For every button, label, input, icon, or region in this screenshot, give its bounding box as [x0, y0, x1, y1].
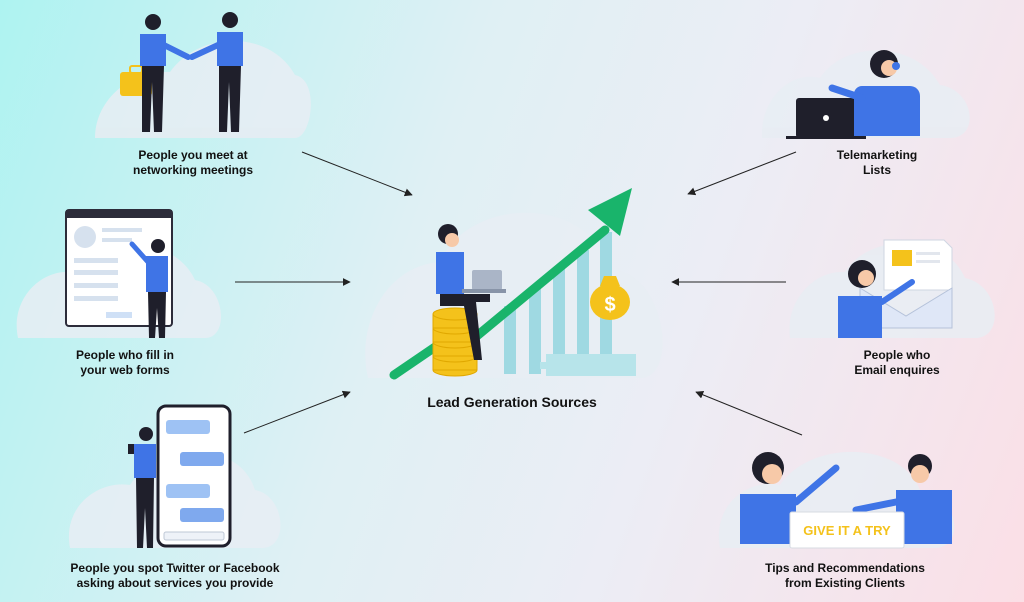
diagram-title: Lead Generation Sources	[427, 394, 597, 410]
arrow-telemarketing	[687, 151, 797, 196]
web-form-scene-icon	[65, 209, 173, 338]
telemarketing-headset-scene-icon	[786, 50, 920, 139]
connector-arrows	[235, 151, 803, 436]
email-letter-scene-icon	[838, 239, 953, 338]
money-bag-dollar: $	[604, 294, 615, 316]
give-it-a-try-sign: GIVE IT A TRY	[803, 523, 891, 538]
give-it-a-try-scene-icon: GIVE IT A TRY	[740, 452, 952, 549]
smartphone-chat-scene-icon	[128, 404, 232, 548]
arrow-networking	[301, 151, 413, 197]
arrow-social	[243, 390, 351, 434]
growth-chart-scene-icon: $	[389, 188, 636, 380]
handshake-scene-icon	[120, 12, 243, 132]
arrow-referrals	[695, 390, 803, 436]
